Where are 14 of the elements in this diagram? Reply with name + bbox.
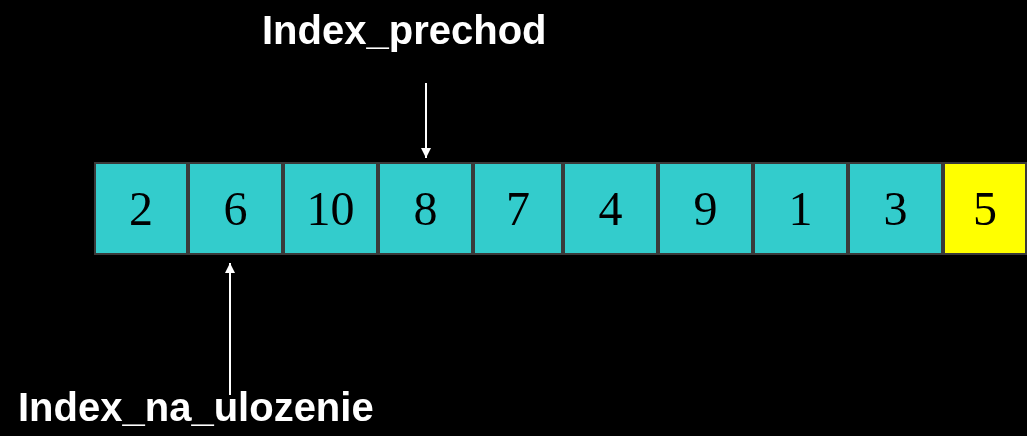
array-cell: 8: [378, 162, 473, 255]
pointer-label: Index_prechod: [262, 8, 547, 53]
array-cell: 7: [473, 162, 563, 255]
pointer-label: Index_na_ulozenie: [18, 385, 374, 430]
arrow: [421, 82, 431, 159]
array-cell: 9: [658, 162, 753, 255]
array-cell: 10: [283, 162, 378, 255]
array-cell: 3: [848, 162, 943, 255]
array-cell: 1: [753, 162, 848, 255]
array-cell: 6: [188, 162, 283, 255]
array-cell: 2: [94, 162, 188, 255]
array-cell: 5: [943, 162, 1027, 255]
array-cell: 4: [563, 162, 658, 255]
arrow: [225, 262, 235, 396]
